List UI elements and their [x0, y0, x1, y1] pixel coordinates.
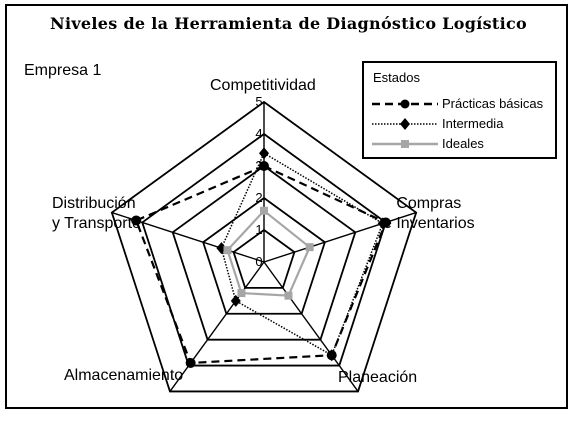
series-0-point-0 — [259, 161, 269, 171]
grid-ring-3 — [171, 164, 357, 341]
legend: Estados Prácticas básicas Intermedia Ide… — [362, 61, 557, 159]
tick-label-0: 0 — [255, 254, 262, 269]
series-1-point-2 — [326, 349, 337, 362]
chart-subtitle: Empresa 1 — [24, 62, 102, 79]
axis-label-almacenamiento: Almacenamiento — [64, 367, 184, 384]
spoke-1 — [263, 211, 417, 263]
axis-label-distribucion: Distribución y Transporte — [52, 195, 141, 232]
axis-label-competitividad: Competitividad — [210, 77, 316, 94]
series-2-point-3 — [237, 289, 246, 298]
series-2-point-4 — [223, 246, 232, 255]
legend-title: Estados — [373, 70, 420, 85]
series-line-1 — [220, 152, 384, 357]
legend-label-ideales: Ideales — [442, 136, 484, 151]
grid-ring-2 — [202, 196, 326, 315]
axis-label-compras: Compras e Inventarios — [383, 195, 475, 232]
legend-marker-basicas — [372, 99, 438, 109]
tick-label-4: 4 — [255, 126, 262, 141]
spoke-3 — [169, 261, 265, 392]
series-2-point-1 — [305, 243, 314, 252]
series-1-point-0 — [259, 147, 269, 160]
grid-ring-4 — [141, 132, 387, 367]
grid-ring-5 — [110, 100, 418, 393]
series-1-point-1 — [377, 217, 388, 230]
grid-ring-1 — [232, 228, 296, 289]
series-1-point-3 — [230, 294, 241, 307]
legend-marker-intermedia — [372, 118, 438, 130]
legend-item-intermedia: Intermedia — [370, 115, 555, 133]
series-0-point-4 — [131, 215, 142, 226]
legend-item-basicas: Prácticas básicas — [370, 95, 555, 113]
legend-item-ideales: Ideales — [370, 135, 555, 153]
legend-label-intermedia: Intermedia — [442, 116, 504, 131]
tick-label-1: 1 — [255, 222, 262, 237]
series-0-point-3 — [185, 357, 196, 368]
series-2-point-0 — [260, 206, 268, 215]
series-2-point-2 — [284, 291, 293, 300]
tick-label-2: 2 — [255, 190, 262, 205]
series-line-2 — [226, 209, 311, 297]
chart-title: Niveles de la Herramienta de Diagnóstico… — [50, 14, 527, 33]
tick-label-5: 5 — [255, 94, 262, 109]
legend-marker-ideales — [372, 140, 438, 148]
legend-label-basicas: Prácticas básicas — [442, 96, 544, 111]
spoke-2 — [263, 261, 359, 392]
axis-label-planeacion: Planeación — [338, 369, 418, 386]
